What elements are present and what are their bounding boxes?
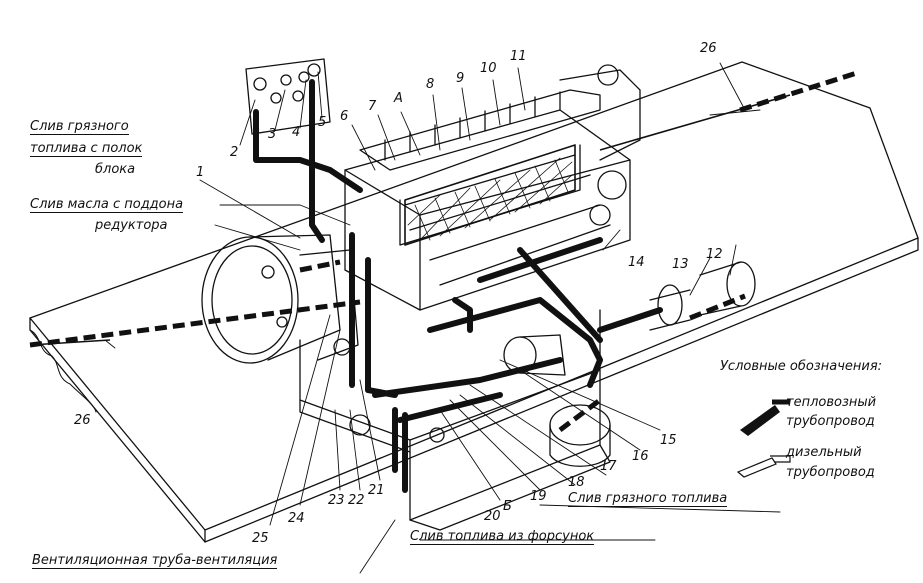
callout-16: 16 [632,449,649,464]
callout-20: 20 [484,509,501,524]
callout-17: 17 [600,459,617,474]
callout-1: 1 [196,165,205,180]
legend-diesel-line1: дизельный [786,445,862,460]
callout-6: 6 [340,109,349,124]
callout-22: 22 [348,493,365,508]
callout-11: 11 [510,49,527,64]
callout-3: 3 [268,127,277,142]
air-filter [404,144,576,246]
callout-7: 7 [368,99,377,114]
callout-13: 13 [672,257,689,272]
legend-diesel-line2: трубопровод [786,465,875,480]
callout-4: 4 [292,125,301,140]
legend-diesel-symbol [736,455,791,478]
locomotive-pipelines [253,79,663,493]
callout-12: 12 [706,247,723,262]
callout-21: 21 [368,483,385,498]
caption-dirty-fuel-shelves-line2: топлива с полок [30,141,143,157]
callout-14: 14 [628,255,645,270]
gauge-panel [245,58,331,135]
callout-23: 23 [328,493,345,508]
caption-injector-drain: Слив топлива из форсунок [410,529,595,545]
callout-10: 10 [480,61,497,76]
callout-8: 8 [426,77,435,92]
caption-oil-drain-line2: редуктора [95,218,168,233]
callout-26-left: 26 [74,413,91,428]
callout-24: 24 [288,511,305,526]
caption-dirty-fuel-shelves-line1: Слив грязного [30,119,129,135]
caption-vent-pipe: Вентиляционная труба-вентиляция [32,553,278,569]
legend-loco-line2: трубопровод [786,414,875,429]
legend-title: Условные обозначения: [720,359,883,374]
frame-centerline [29,94,791,346]
callout-A: A [394,91,403,106]
callout-18: 18 [568,475,585,490]
callout-B: Б [503,499,512,514]
engine-block [344,64,641,311]
caption-oil-drain-line1: Слив масла с поддона [30,197,184,213]
caption-dirty-fuel-drain: Слив грязного топлива [568,491,728,507]
callout-25: 25 [252,531,269,546]
drain-tank [549,404,611,467]
legend-loco-line1: тепловозный [786,395,877,410]
callout-26-right: 26 [700,41,717,56]
engine-base [299,309,611,531]
callout-2: 2 [230,145,239,160]
callout-19: 19 [530,489,547,504]
fuel-filter [649,261,756,331]
caption-dirty-fuel-shelves-line3: блока [95,162,136,177]
callout-15: 15 [660,433,677,448]
callout-5: 5 [318,115,327,130]
callout-9: 9 [456,71,465,86]
legend-loco-symbol [740,399,790,436]
